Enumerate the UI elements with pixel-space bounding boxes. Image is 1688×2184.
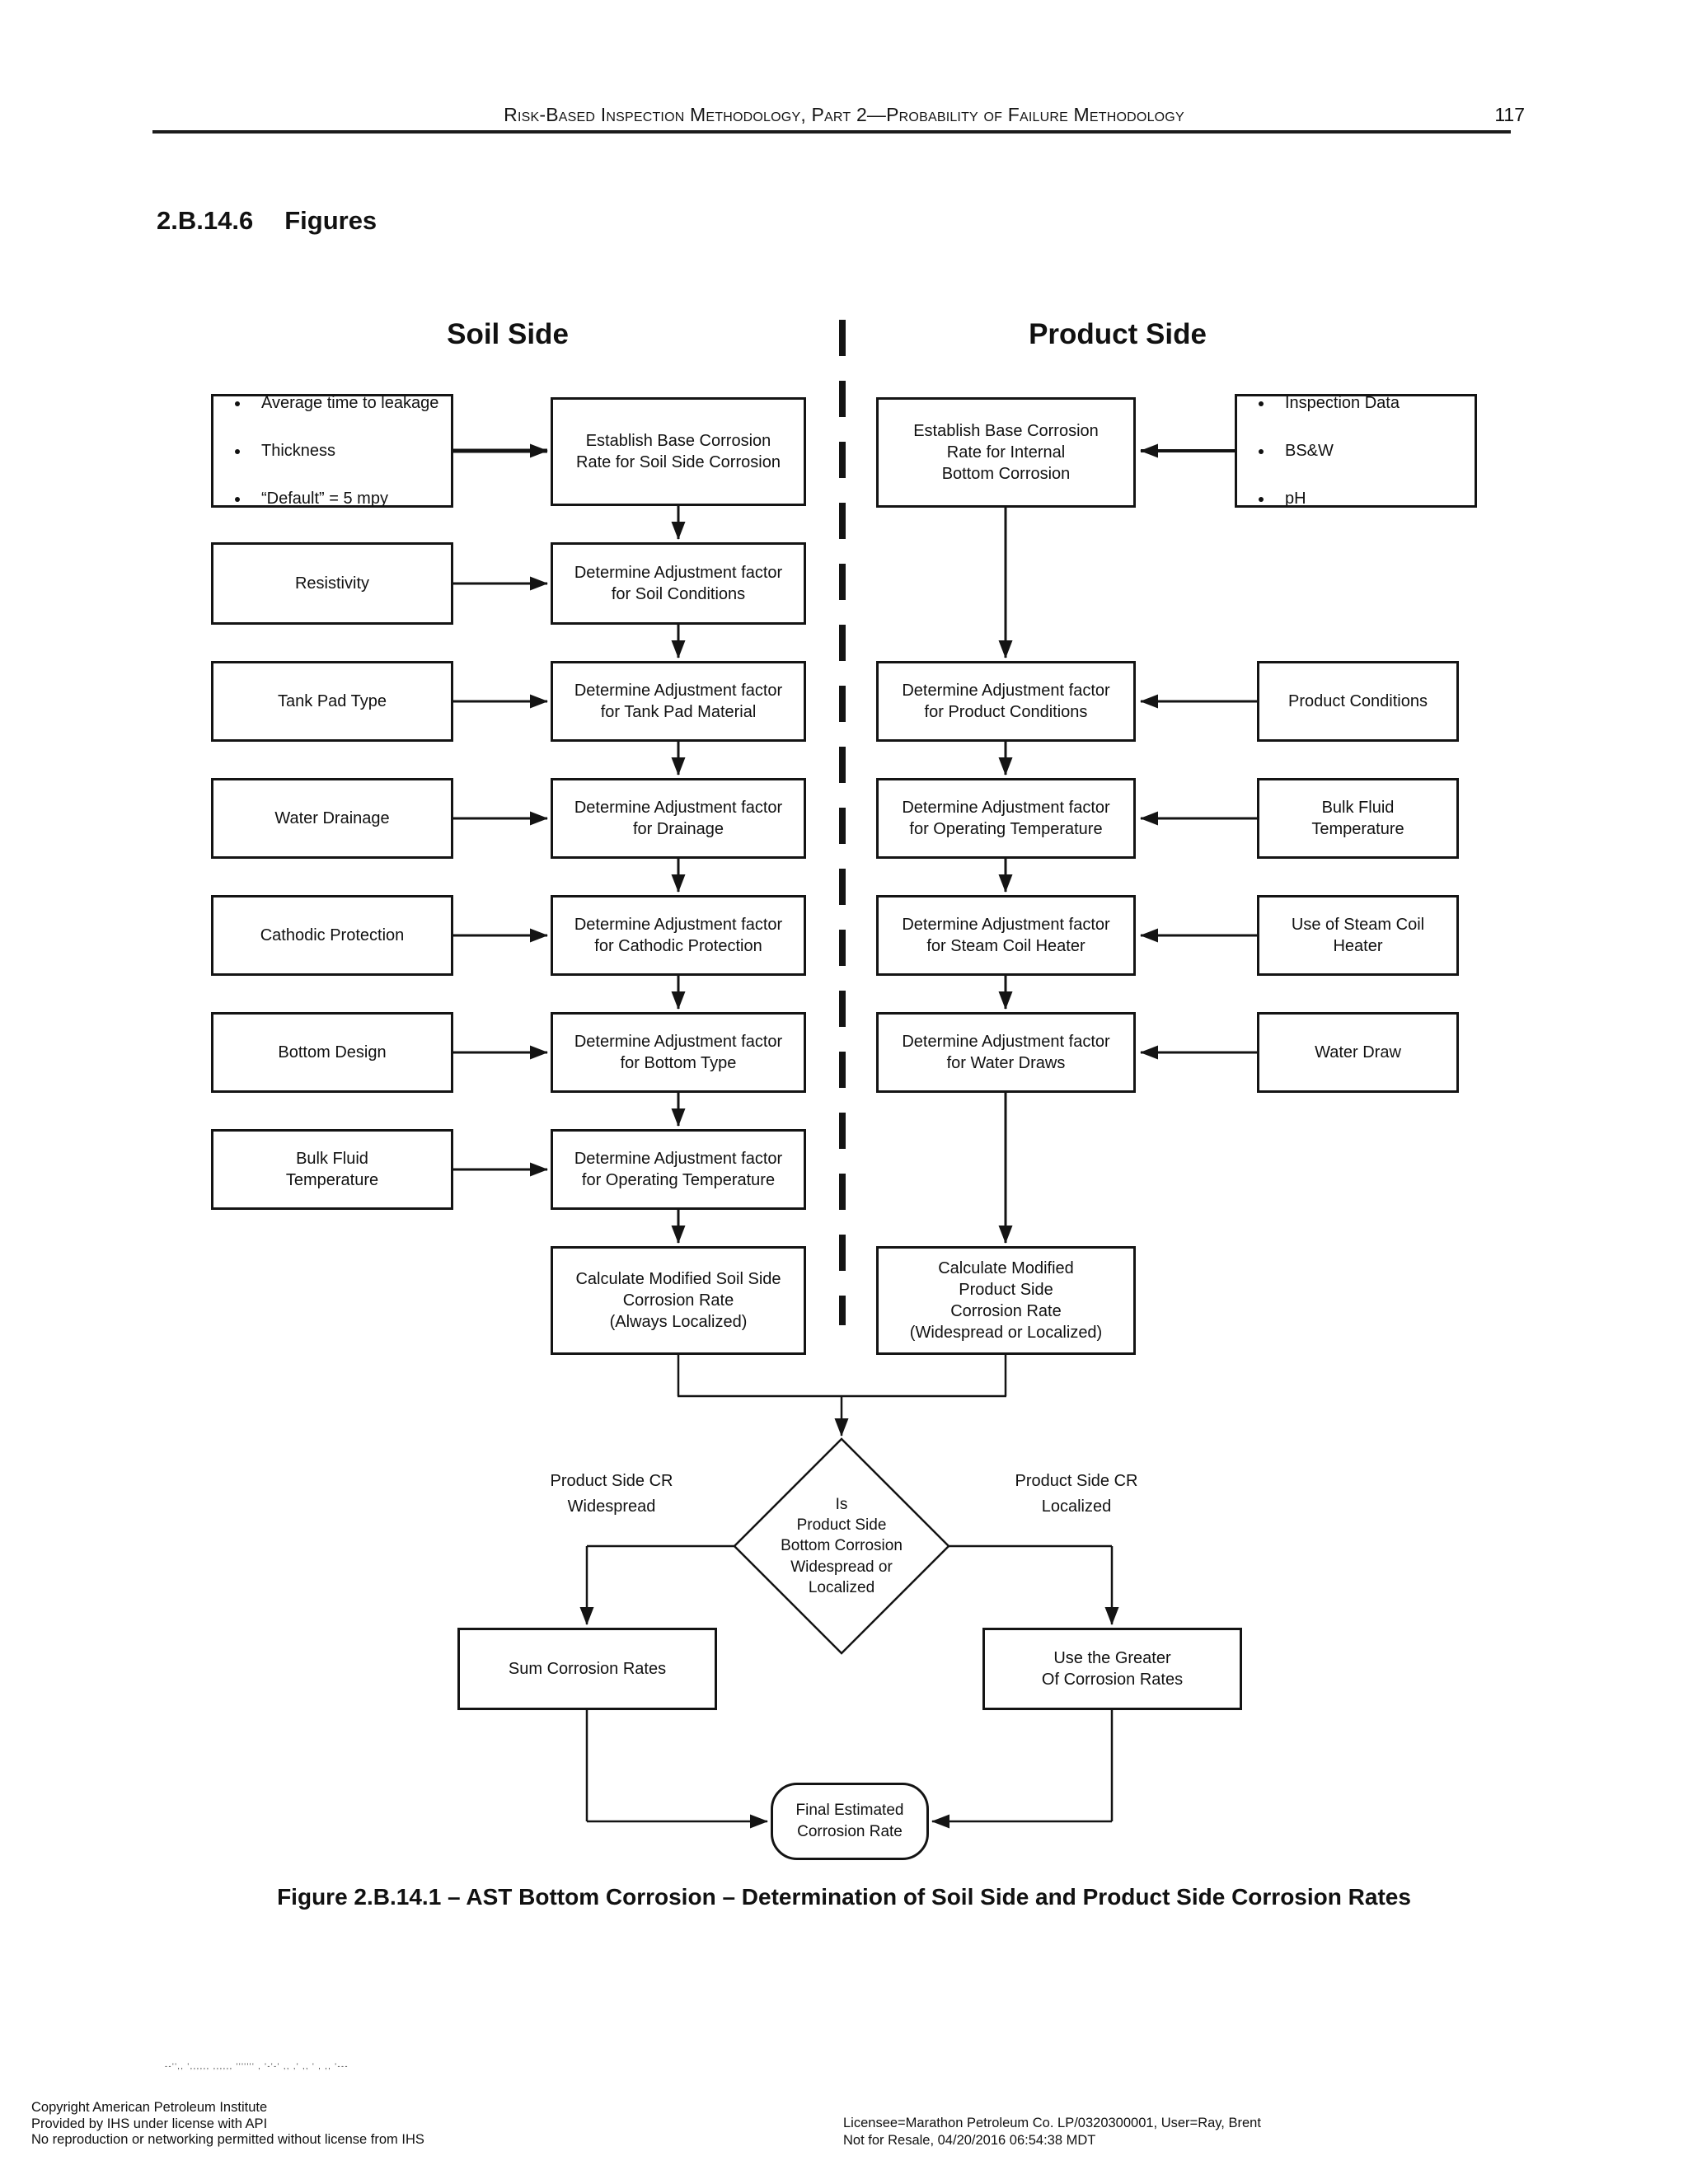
soil-input-cathodic-protection: Cathodic Protection <box>211 895 453 976</box>
soil-input-resistivity: Resistivity <box>211 542 453 625</box>
product-adj-operating-temperature-box: Determine Adjustment factor for Operatin… <box>876 778 1136 859</box>
soil-input-water-drainage: Water Drainage <box>211 778 453 859</box>
scan-artifact: --'',, ',,,,,, ,,,,,, ''''''' , '-'-' ,,… <box>165 2062 349 2070</box>
product-calculate-modified-cr-box: Calculate Modified Product Side Corrosio… <box>876 1246 1136 1355</box>
product-adj-water-draws-box: Determine Adjustment factor for Water Dr… <box>876 1012 1136 1093</box>
soil-calculate-modified-cr-box: Calculate Modified Soil Side Corrosion R… <box>551 1246 806 1355</box>
soil-bullet-avg-time: Average time to leakage <box>250 392 438 414</box>
footer-provided-by: Provided by IHS under license with API <box>31 2116 268 2131</box>
footer-copyright: Copyright American Petroleum Institute <box>31 2100 268 2115</box>
product-adj-steam-coil-heater-box: Determine Adjustment factor for Steam Co… <box>876 895 1136 976</box>
soil-adj-bottom-type-box: Determine Adjustment factor for Bottom T… <box>551 1012 806 1093</box>
figure-caption: Figure 2.B.14.1 – AST Bottom Corrosion –… <box>277 1884 1411 1910</box>
soil-input-tank-pad-type: Tank Pad Type <box>211 661 453 742</box>
product-bullet-inspection-data: Inspection Data <box>1273 392 1400 414</box>
page-number: 117 <box>1494 104 1525 125</box>
soil-adj-soil-conditions-box: Determine Adjustment factor for Soil Con… <box>551 542 806 625</box>
sum-corrosion-rates-box: Sum Corrosion Rates <box>457 1628 717 1710</box>
product-adj-product-conditions-box: Determine Adjustment factor for Product … <box>876 661 1136 742</box>
final-estimated-cr-terminal: Final Estimated Corrosion Rate <box>771 1783 929 1860</box>
footer-not-for-resale: Not for Resale, 04/20/2016 06:54:38 MDT <box>843 2133 1096 2148</box>
footer-no-reproduction: No reproduction or networking permitted … <box>31 2132 424 2147</box>
section-heading: 2.B.14.6 Figures <box>157 206 377 236</box>
product-source-data-box: Inspection Data BS&W pH <box>1235 394 1477 508</box>
footer-right: Licensee=Marathon Petroleum Co. LP/03203… <box>843 2115 1261 2149</box>
soil-bullet-thickness: Thickness <box>250 440 438 462</box>
soil-input-bulk-fluid-temperature: Bulk Fluid Temperature <box>211 1129 453 1210</box>
soil-adj-drainage-box: Determine Adjustment factor for Drainage <box>551 778 806 859</box>
soil-adj-operating-temperature-box: Determine Adjustment factor for Operatin… <box>551 1129 806 1210</box>
product-side-title: Product Side <box>1029 318 1207 350</box>
use-greater-corrosion-rates-box: Use the Greater Of Corrosion Rates <box>982 1628 1242 1710</box>
product-bullet-ph: pH <box>1273 488 1400 509</box>
soil-adj-cathodic-protection-box: Determine Adjustment factor for Cathodic… <box>551 895 806 976</box>
branch-label-localized: Product Side CR Localized <box>1015 1472 1138 1516</box>
footer-left: Copyright American Petroleum Institute P… <box>31 2100 424 2149</box>
product-establish-base-cr-box: Establish Base Corrosion Rate for Intern… <box>876 397 1136 508</box>
product-input-water-draw: Water Draw <box>1257 1012 1459 1093</box>
soil-establish-base-cr-box: Establish Base Corrosion Rate for Soil S… <box>551 397 806 506</box>
decision-question: Is Product Side Bottom Corrosion Widespr… <box>781 1496 903 1596</box>
product-bullet-bsw: BS&W <box>1273 440 1400 462</box>
header-rule <box>152 130 1511 134</box>
product-input-bulk-fluid-temperature: Bulk Fluid Temperature <box>1257 778 1459 859</box>
section-title: Figures <box>284 206 377 235</box>
soil-bullet-default: “Default” = 5 mpy <box>250 488 438 509</box>
soil-source-data-box: Average time to leakage Thickness “Defau… <box>211 394 453 508</box>
product-input-steam-coil-heater: Use of Steam Coil Heater <box>1257 895 1459 976</box>
product-input-product-conditions: Product Conditions <box>1257 661 1459 742</box>
soil-adj-tank-pad-material-box: Determine Adjustment factor for Tank Pad… <box>551 661 806 742</box>
soil-input-bottom-design: Bottom Design <box>211 1012 453 1093</box>
decision-diamond <box>733 1437 950 1655</box>
page-header-title: Risk-Based Inspection Methodology, Part … <box>504 104 1184 125</box>
soil-side-title: Soil Side <box>447 318 569 350</box>
section-number: 2.B.14.6 <box>157 206 254 235</box>
footer-licensee: Licensee=Marathon Petroleum Co. LP/03203… <box>843 2116 1261 2130</box>
branch-label-widespread: Product Side CR Widespread <box>550 1472 673 1516</box>
